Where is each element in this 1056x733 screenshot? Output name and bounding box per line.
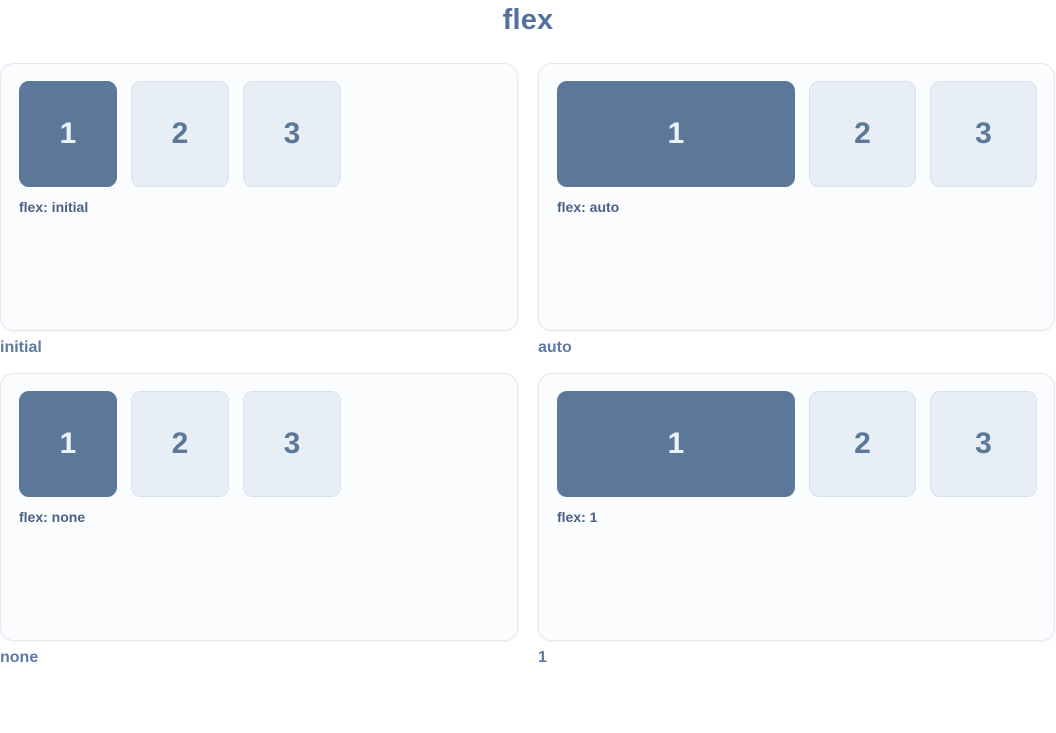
flex-item-1: 1 [19,81,117,187]
flex-item-3: 3 [930,391,1037,497]
flex-item-3: 3 [243,391,341,497]
flex-property-label: flex: auto [557,199,620,215]
flex-item-2: 2 [809,391,916,497]
flex-item-2: 2 [131,81,229,187]
panel-caption: 1 [538,649,547,666]
demo-cell-auto: 1 2 3 flex: auto auto [538,63,1055,358]
flex-item-2: 2 [809,81,916,187]
flex-items-row: 1 2 3 [557,391,1037,497]
panel-caption: none [0,649,39,666]
panel-caption: auto [538,339,572,356]
flex-demo-panel-initial: 1 2 3 flex: initial [0,63,518,331]
flex-item-1: 1 [557,391,795,497]
demo-cell-initial: 1 2 3 flex: initial initial [0,63,518,358]
flex-item-1: 1 [557,81,795,187]
page-title: flex [502,4,554,36]
demo-cell-1: 1 2 3 flex: 1 1 [538,373,1055,668]
flex-item-3: 3 [930,81,1037,187]
flex-item-3: 3 [243,81,341,187]
flex-item-2: 2 [131,391,229,497]
flex-demo-panel-auto: 1 2 3 flex: auto [538,63,1055,331]
flex-property-label: flex: initial [19,199,89,215]
demo-cell-none: 1 2 3 flex: none none [0,373,518,668]
panel-caption: initial [0,339,42,356]
flex-property-label: flex: none [19,509,86,525]
flex-demo-panel-1: 1 2 3 flex: 1 [538,373,1055,641]
flex-items-row: 1 2 3 [19,391,500,497]
flex-demo-panel-none: 1 2 3 flex: none [0,373,518,641]
flex-items-row: 1 2 3 [19,81,500,187]
flex-items-row: 1 2 3 [557,81,1037,187]
flex-property-label: flex: 1 [557,509,598,525]
demo-grid: 1 2 3 flex: initial initial 1 2 3 flex: … [0,63,1055,668]
flex-item-1: 1 [19,391,117,497]
